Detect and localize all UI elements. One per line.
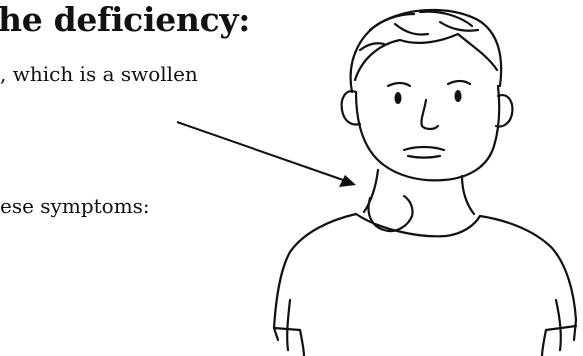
body-text-line-2: ese symptoms:: [0, 194, 150, 218]
shirt-left: [274, 214, 356, 340]
section-heading: he deficiency:: [0, 2, 250, 38]
person-illustration: [250, 0, 583, 356]
neck-left: [364, 170, 378, 212]
body-text-line-1: , which is a swollen: [0, 62, 198, 86]
shirt-right: [480, 216, 576, 340]
face-outline: [356, 86, 499, 180]
left-eye: [395, 92, 402, 104]
right-eye: [455, 90, 462, 102]
neck-right: [462, 176, 474, 214]
neck-swelling: [369, 196, 413, 231]
